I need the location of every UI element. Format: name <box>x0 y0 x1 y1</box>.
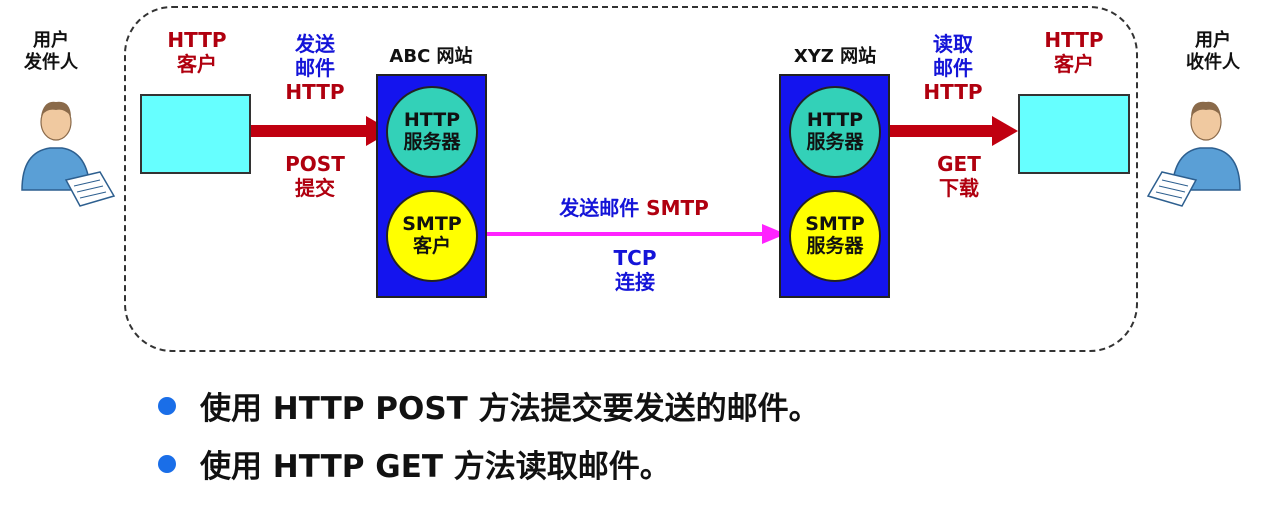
get-label-line2: 下载 <box>939 176 979 200</box>
receiver-label-line2: 收件人 <box>1186 51 1240 73</box>
xyz-http-server-line1: HTTP <box>806 109 864 132</box>
receiver-user-icon <box>1146 101 1241 207</box>
abc-http-server-line1: HTTP <box>403 109 461 132</box>
xyz-smtp-server: SMTP 服务器 <box>789 190 881 282</box>
send-label-line1: 发送 <box>295 32 335 56</box>
bullet-dot-icon <box>158 396 176 415</box>
sender-label: 用户 发件人 <box>6 30 96 73</box>
bullet-item: 使用 HTTP GET 方法读取邮件。 <box>158 441 671 486</box>
get-label-line1: GET <box>937 152 981 176</box>
receiver-label: 用户 收件人 <box>1168 30 1258 73</box>
abc-http-server-line2: 服务器 <box>403 131 461 153</box>
send-label-line2: 邮件 <box>295 56 335 80</box>
read-label-line1: 读取 <box>933 32 973 56</box>
xyz-site-title: XYZ 网站 <box>793 46 877 67</box>
post-label-line1: POST <box>285 152 345 176</box>
receiver-label-line1: 用户 <box>1195 30 1231 51</box>
abc-smtp-client-line1: SMTP <box>402 213 462 236</box>
bullet-dot-icon <box>158 454 176 473</box>
left-client-label-line1: HTTP <box>167 28 227 52</box>
network-boundary-frame <box>124 6 1138 352</box>
xyz-http-server: HTTP 服务器 <box>789 86 881 178</box>
abc-smtp-client: SMTP 客户 <box>386 190 478 282</box>
smtp-link-label-blue: 发送邮件 <box>559 196 640 220</box>
abc-site-title: ABC 网站 <box>389 46 473 67</box>
bullet-text: 使用 HTTP POST 方法提交要发送的邮件。 <box>200 391 820 427</box>
right-client-label-line1: HTTP <box>1044 28 1104 52</box>
xyz-smtp-server-line2: 服务器 <box>806 235 864 257</box>
smtp-link-label-red: SMTP <box>646 196 709 220</box>
tcp-label: TCP <box>613 246 657 270</box>
tcp-connection-label: TCP 连接 <box>580 246 690 294</box>
bullet-item: 使用 HTTP POST 方法提交要发送的邮件。 <box>158 383 820 428</box>
abc-smtp-client-line2: 客户 <box>412 235 451 257</box>
post-label-line2: 提交 <box>295 176 335 200</box>
right-http-client-box <box>1018 94 1130 174</box>
post-arrow <box>250 116 392 146</box>
get-label: GET 下载 <box>916 152 1002 200</box>
send-label: 发送 邮件 HTTP <box>272 32 358 104</box>
xyz-http-server-line2: 服务器 <box>806 131 864 153</box>
right-client-label-line2: 客户 <box>1054 52 1094 76</box>
read-label: 读取 邮件 HTTP <box>910 32 996 104</box>
xyz-smtp-server-line1: SMTP <box>805 213 865 236</box>
read-label-line3: HTTP <box>923 80 983 104</box>
sender-user-icon <box>21 101 116 207</box>
connect-label: 连接 <box>615 270 655 294</box>
send-label-line3: HTTP <box>285 80 345 104</box>
smtp-link-label: 发送邮件 SMTP <box>534 196 734 220</box>
smtp-arrow <box>476 224 786 244</box>
left-client-label-line2: 客户 <box>177 52 217 76</box>
read-label-line2: 邮件 <box>933 56 973 80</box>
left-http-client-box <box>140 94 251 174</box>
post-label: POST 提交 <box>272 152 358 200</box>
sender-label-line2: 发件人 <box>24 51 78 73</box>
abc-http-server: HTTP 服务器 <box>386 86 478 178</box>
sender-label-line1: 用户 <box>33 30 69 51</box>
right-client-label: HTTP 客户 <box>1018 28 1130 76</box>
get-arrow <box>884 116 1018 146</box>
bullet-text: 使用 HTTP GET 方法读取邮件。 <box>200 449 671 485</box>
left-client-label: HTTP 客户 <box>142 28 252 76</box>
